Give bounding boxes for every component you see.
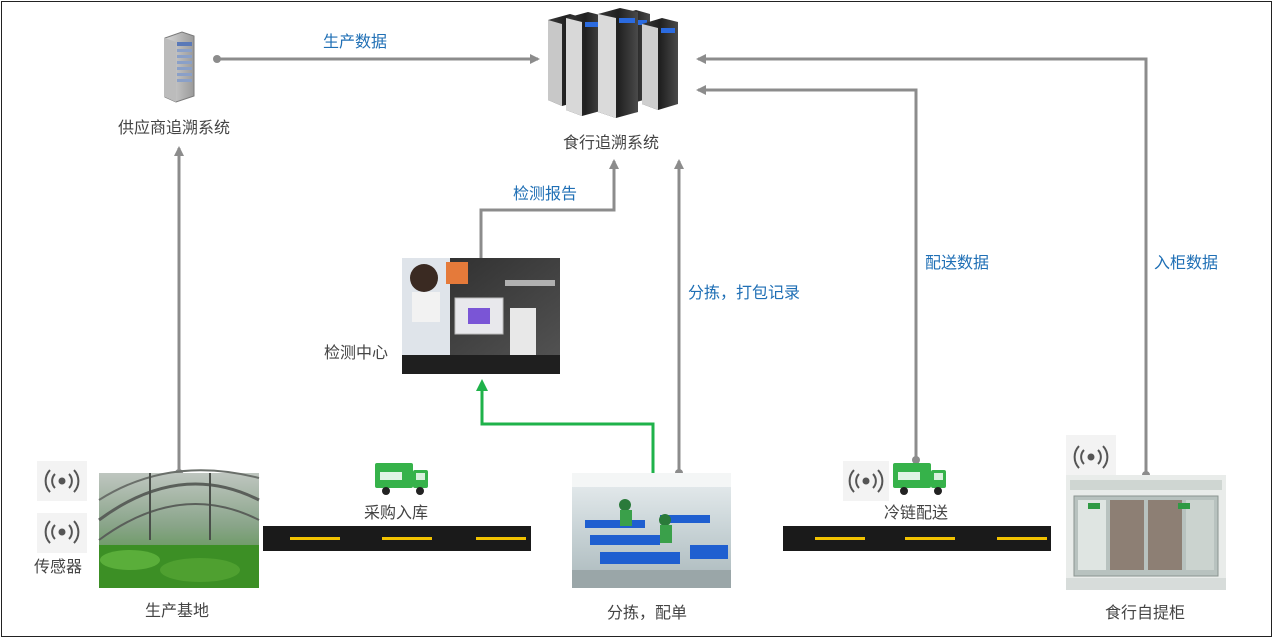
sorting-packing-record-label: 分拣，打包记录 — [688, 283, 801, 302]
sample-to-test-arrow — [476, 379, 655, 473]
road-cold-chain — [783, 526, 1051, 551]
locker-signal-icon — [1066, 435, 1116, 475]
supplier-system-label: 供应商追溯系统 — [118, 118, 231, 137]
delivery-data-label: 配送数据 — [925, 253, 990, 272]
test-report-arrow — [479, 159, 619, 258]
truck-icon — [375, 463, 428, 495]
test-report-label: 检测报告 — [513, 184, 578, 203]
truck-signal-icon — [843, 461, 889, 501]
supplier-server-icon — [164, 31, 195, 103]
locker-data-arrow — [696, 54, 1148, 475]
purchase-inbound-label: 采购入库 — [364, 503, 429, 522]
truck-icon — [893, 463, 946, 495]
road-purchase — [263, 526, 531, 551]
delivery-data-arrow — [696, 85, 918, 460]
sensor-label: 传感器 — [34, 557, 83, 576]
locker-photo — [1066, 475, 1226, 590]
sensor-signal-icon — [37, 513, 87, 553]
test-center-photo — [402, 258, 560, 374]
sensor-signal-icon — [37, 461, 87, 501]
cold-chain-delivery-label: 冷链配送 — [884, 503, 949, 522]
sorting-label: 分拣，配单 — [607, 603, 688, 622]
production-data-label: 生产数据 — [323, 32, 388, 51]
sorting-photo — [572, 473, 731, 588]
locker-label: 食行自提柜 — [1105, 603, 1186, 622]
shixing-system-label: 食行追溯系统 — [563, 133, 660, 152]
test-center-label: 检测中心 — [324, 343, 389, 362]
production-base-photo — [98, 469, 260, 588]
locker-data-label: 入柜数据 — [1154, 253, 1219, 272]
production-base-label: 生产基地 — [145, 601, 210, 620]
server-cluster-icon — [548, 8, 678, 118]
